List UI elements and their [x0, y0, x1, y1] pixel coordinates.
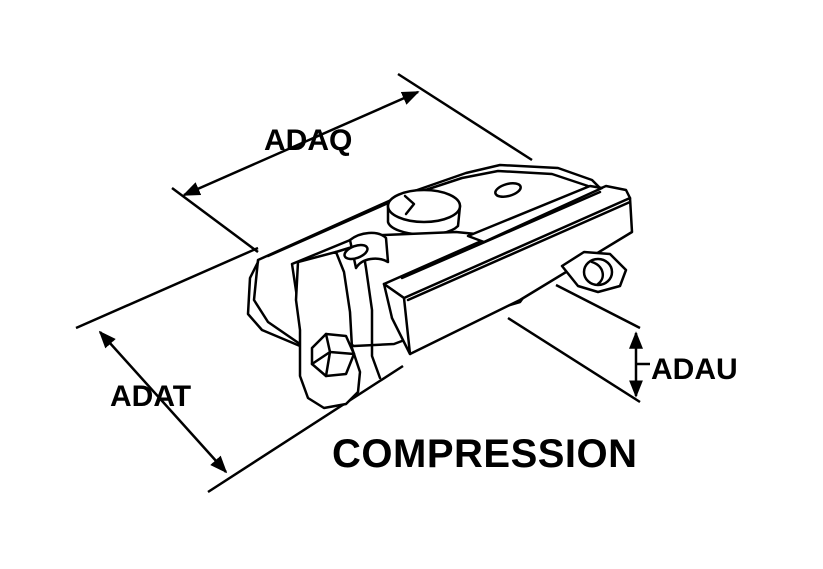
dimension-label-adau: ADAU [651, 353, 738, 386]
adat-extension-line-bottom [207, 364, 404, 494]
handle-front-face [382, 282, 412, 356]
adat-dimension-line [98, 330, 228, 474]
adaq-extension-line-right [397, 72, 533, 162]
adaq-dimension-line [182, 90, 420, 197]
bracket-slot [343, 243, 369, 261]
back-plate-left-edge [246, 260, 302, 348]
back-plate-top-thickness [266, 169, 590, 258]
dimension-adat [75, 246, 404, 494]
adat-extension-line-top [75, 246, 259, 330]
bracket-arm-curl [348, 231, 390, 270]
compression-latch [246, 163, 634, 410]
dimension-adaq [171, 72, 533, 254]
dimension-label-adaq: ADAQ [264, 124, 353, 157]
handle-rib [466, 184, 604, 244]
back-plate-slot [494, 182, 522, 198]
adaq-extension-line-left [171, 186, 259, 254]
dimension-adau [507, 283, 650, 404]
handle-edge-groove [406, 200, 632, 302]
screw-hex-head [310, 332, 356, 378]
adau-extension-line-top [555, 283, 641, 330]
dimension-label-adat: ADAT [110, 380, 192, 413]
pawl-roller-shade [590, 260, 605, 286]
diagram-caption: COMPRESSION [332, 432, 638, 476]
cam-knob-notch [403, 194, 416, 216]
pawl-roller [582, 257, 614, 287]
cam-knob-top [386, 188, 462, 224]
screw-hex-face [310, 332, 356, 378]
adau-extension-line-bottom [507, 316, 641, 404]
